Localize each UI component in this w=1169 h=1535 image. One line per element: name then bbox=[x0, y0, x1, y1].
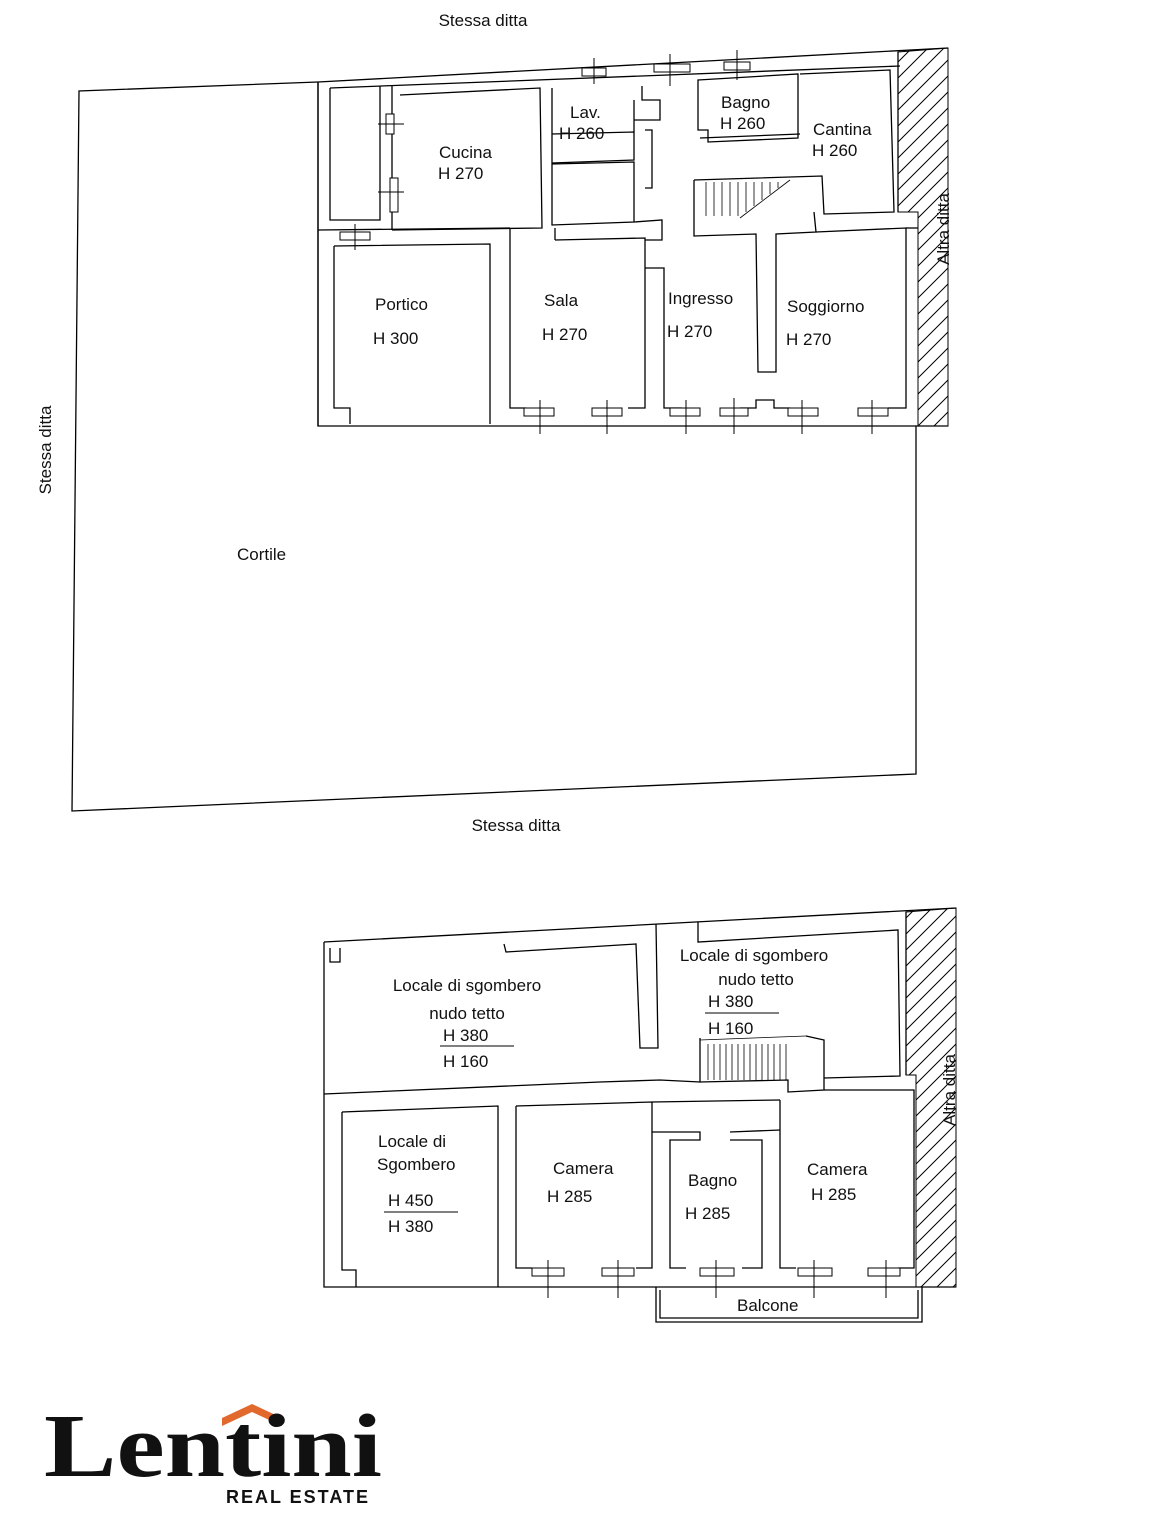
upper-windows bbox=[531, 1260, 901, 1298]
balcony-outline bbox=[655, 1287, 923, 1323]
room-height-cantina: H 260 bbox=[812, 141, 857, 160]
room-name-sgombero-right-2: nudo tetto bbox=[718, 970, 794, 989]
room-name-cortile: Cortile bbox=[237, 545, 286, 564]
logo-tagline: REAL ESTATE bbox=[226, 1487, 370, 1507]
room-height-max-sgombero-left: H 380 bbox=[443, 1026, 488, 1045]
room-height-max-sgombero-right: H 380 bbox=[708, 992, 753, 1011]
room-name-sgombero-left-1: Locale di sgombero bbox=[393, 976, 541, 995]
room-height-ingresso: H 270 bbox=[667, 322, 712, 341]
room-name-ingresso: Ingresso bbox=[668, 289, 733, 308]
room-height-lav: H 260 bbox=[559, 124, 604, 143]
room-name-sala: Sala bbox=[544, 291, 579, 310]
room-name-sgombero-small-1: Locale di bbox=[378, 1132, 446, 1151]
first-building-outline bbox=[323, 907, 957, 1288]
first-floor-plan: Altra ditta Locale di sgombero nudo tett… bbox=[323, 907, 959, 1323]
courtyard-outline bbox=[71, 81, 917, 812]
ground-floor-plan: Stessa ditta Stessa ditta Stessa ditta A… bbox=[36, 11, 953, 835]
roof-accent-icon bbox=[222, 1404, 282, 1426]
room-name-cantina: Cantina bbox=[813, 120, 872, 139]
room-height-soggiorno: H 270 bbox=[786, 330, 831, 349]
neighbor-label-left: Stessa ditta bbox=[36, 405, 55, 494]
room-height-bagno: H 260 bbox=[720, 114, 765, 133]
neighbor-label-bottom: Stessa ditta bbox=[472, 816, 561, 835]
room-name-camera-right: Camera bbox=[807, 1160, 868, 1179]
room-name-soggiorno: Soggiorno bbox=[787, 297, 865, 316]
room-name-sgombero-left-2: nudo tetto bbox=[429, 1004, 505, 1023]
upper-stairs bbox=[699, 1035, 807, 1080]
room-name-balcone: Balcone bbox=[737, 1296, 798, 1315]
room-name-bagno-upper: Bagno bbox=[688, 1171, 737, 1190]
room-height-min-sgombero-small: H 380 bbox=[388, 1217, 433, 1236]
room-name-lav: Lav. bbox=[570, 103, 601, 122]
room-height-camera-right: H 285 bbox=[811, 1185, 856, 1204]
room-name-sgombero-small-2: Sgombero bbox=[377, 1155, 455, 1174]
room-height-bagno-upper: H 285 bbox=[685, 1204, 730, 1223]
room-height-camera-left: H 285 bbox=[547, 1187, 592, 1206]
ground-stairs bbox=[705, 179, 791, 219]
room-height-min-sgombero-left: H 160 bbox=[443, 1052, 488, 1071]
room-height-max-sgombero-small: H 450 bbox=[388, 1191, 433, 1210]
neighbor-label-top: Stessa ditta bbox=[439, 11, 528, 30]
room-name-sgombero-right-1: Locale di sgombero bbox=[680, 946, 828, 965]
ground-windows bbox=[339, 50, 889, 434]
room-height-min-sgombero-right: H 160 bbox=[708, 1019, 753, 1038]
room-name-cucina: Cucina bbox=[439, 143, 492, 162]
logo-brand: Lentini bbox=[44, 1397, 382, 1496]
lentini-logo: Lentini REAL ESTATE bbox=[44, 1397, 382, 1507]
room-height-sala: H 270 bbox=[542, 325, 587, 344]
neighbor-label-right-upper: Altra ditta bbox=[940, 1054, 959, 1126]
room-name-camera-left: Camera bbox=[553, 1159, 614, 1178]
room-height-portico: H 300 bbox=[373, 329, 418, 348]
neighbor-label-right: Altra ditta bbox=[934, 193, 953, 265]
room-name-portico: Portico bbox=[375, 295, 428, 314]
room-height-cucina: H 270 bbox=[438, 164, 483, 183]
room-name-bagno: Bagno bbox=[721, 93, 770, 112]
